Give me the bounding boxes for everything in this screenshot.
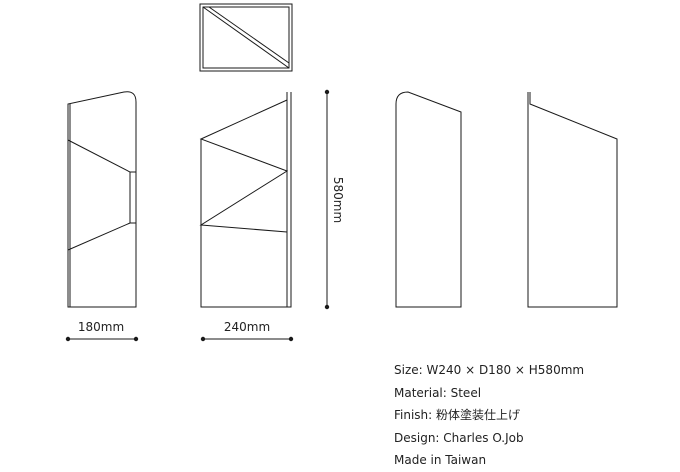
spec-size: Size: W240 × D180 × H580mm (394, 363, 585, 377)
spec-origin: Made in Taiwan (394, 453, 487, 467)
spec-finish: Finish: 粉体塗装仕上げ (394, 408, 521, 422)
spec-list: Size: W240 × D180 × H580mm Material: Ste… (394, 359, 584, 472)
depth-label: 180mm (78, 320, 124, 334)
height-label: 580mm (331, 177, 345, 223)
side-view-right (395, 91, 462, 308)
height-dimension: 580mm (324, 89, 345, 310)
width-label: 240mm (224, 320, 270, 334)
spec-material: Material: Steel (394, 385, 482, 400)
back-view (527, 92, 618, 308)
spec-design: Design: Charles O.Job (394, 430, 524, 445)
width-dimension: 240mm (200, 320, 294, 342)
side-view-left (67, 91, 137, 308)
top-view (199, 3, 293, 72)
front-view (199, 92, 292, 308)
depth-dimension: 180mm (65, 320, 139, 342)
